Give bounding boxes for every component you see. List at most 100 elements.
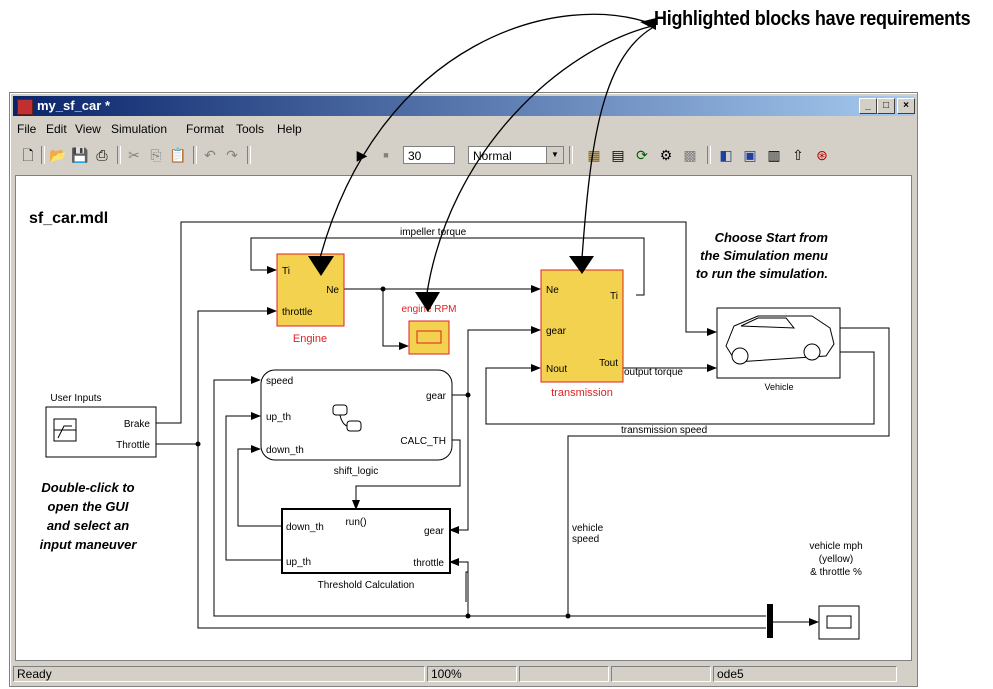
- redo-icon[interactable]: ↷: [226, 147, 238, 163]
- note-gui-line4: input maneuver: [40, 537, 138, 552]
- build-icon[interactable]: ⚙: [659, 147, 673, 163]
- stateflow-icon[interactable]: ◧: [719, 147, 733, 163]
- find-icon[interactable]: ▣: [743, 147, 757, 163]
- note-gui-line1: Double-click to: [41, 480, 134, 495]
- note-start-line3: to run the simulation.: [696, 266, 828, 281]
- model-canvas[interactable]: sf_car.mdl Choose Start from the Simulat…: [15, 175, 912, 661]
- mux-block[interactable]: [767, 604, 773, 638]
- engine-block[interactable]: Ti throttle Ne Engine: [276, 253, 345, 345]
- simulink-app-icon: [17, 99, 33, 115]
- block-diagram[interactable]: sf_car.mdl Choose Start from the Simulat…: [16, 176, 912, 661]
- chevron-down-icon[interactable]: ▼: [546, 147, 563, 163]
- signal-output-torque: output torque: [624, 367, 683, 378]
- menu-format[interactable]: Format: [186, 122, 225, 136]
- callout-arrow-transmission: [581, 27, 653, 259]
- transmission-port-gear: gear: [546, 326, 567, 337]
- menu-simulation[interactable]: Simulation: [111, 122, 168, 136]
- window-title: my_sf_car *: [37, 98, 110, 113]
- shift-logic-block[interactable]: speed up_th down_th gear CALC_TH shift_l…: [260, 369, 453, 477]
- print-icon[interactable]: ⎙: [96, 147, 108, 163]
- status-solver: ode5: [713, 666, 897, 682]
- maximize-button[interactable]: □: [877, 98, 895, 114]
- shift-logic-port-calc: CALC_TH: [400, 436, 446, 447]
- note-start-line2: the Simulation menu: [700, 248, 828, 263]
- new-model-icon[interactable]: 🗋: [22, 147, 34, 163]
- threshold-calculation-block[interactable]: run() down_th up_th gear throttle Thresh…: [281, 508, 451, 591]
- debug-icon[interactable]: ▩: [683, 147, 697, 163]
- paste-icon[interactable]: 📋: [169, 147, 187, 163]
- signal-vehicle-speed-line1: vehicle: [572, 523, 604, 534]
- callout-arrow-rpm: [426, 25, 653, 294]
- menu-tools[interactable]: Tools: [236, 122, 265, 136]
- threshold-port-down: down_th: [286, 522, 324, 533]
- status-zoom: 100%: [427, 666, 517, 682]
- shift-logic-port-down: down_th: [266, 445, 304, 456]
- simulation-mode-value: Normal: [473, 149, 512, 163]
- model-name: sf_car.mdl: [29, 210, 108, 227]
- minimize-button[interactable]: _: [859, 98, 877, 114]
- menu-file[interactable]: File: [17, 122, 37, 136]
- threshold-port-up: up_th: [286, 557, 311, 568]
- shift-logic-port-speed: speed: [266, 376, 293, 387]
- shift-logic-title: shift_logic: [334, 466, 378, 477]
- model-explorer-icon[interactable]: ▤: [611, 147, 625, 163]
- scope-mph-title-line2: (yellow): [819, 554, 853, 565]
- note-gui-line3: and select an: [47, 518, 129, 533]
- save-icon[interactable]: 💾: [71, 147, 89, 163]
- engine-port-throttle: throttle: [282, 307, 313, 318]
- signal-vehicle-speed-line2: speed: [572, 534, 599, 545]
- transmission-title: transmission: [551, 387, 613, 399]
- user-inputs-title: User Inputs: [50, 393, 101, 404]
- copy-icon[interactable]: ⎘: [150, 147, 162, 163]
- status-blank-1: [519, 666, 609, 682]
- stop-simulation-icon[interactable]: ■: [383, 150, 389, 160]
- simulink-window: my_sf_car * _ □ × File Edit View Simulat…: [9, 92, 918, 687]
- note-start-line1: Choose Start from: [715, 230, 829, 245]
- transmission-port-ne: Ne: [546, 285, 559, 296]
- close-button[interactable]: ×: [897, 98, 915, 114]
- library-browser-icon[interactable]: ▦: [587, 147, 601, 163]
- engine-port-ti: Ti: [282, 266, 290, 277]
- signal-impeller-torque: impeller torque: [400, 227, 467, 238]
- undo-icon[interactable]: ↶: [204, 147, 216, 163]
- engine-port-ne: Ne: [326, 285, 339, 296]
- vehicle-title: Vehicle: [764, 382, 793, 392]
- threshold-port-gear: gear: [424, 526, 445, 537]
- toolbar: 🗋 📂 💾 ⎙ ✂ ⎘ 📋 ↶ ↷ ▶ ■ 30 Normal ▼ ▦ ▤ ⟳ …: [13, 143, 914, 169]
- transmission-port-nout: Nout: [546, 364, 567, 375]
- threshold-port-throttle: throttle: [413, 558, 444, 569]
- menu-help[interactable]: Help: [277, 122, 302, 136]
- transmission-port-ti: Ti: [610, 291, 618, 302]
- shift-logic-port-up: up_th: [266, 412, 291, 423]
- vehicle-block[interactable]: Vehicle: [716, 307, 841, 392]
- threshold-trigger: run(): [345, 517, 366, 528]
- engine-title: Engine: [293, 333, 327, 345]
- scope-mph-title-line3: & throttle %: [810, 567, 862, 578]
- transmission-block[interactable]: Ne gear Nout Ti Tout transmission: [540, 269, 624, 399]
- menu-view[interactable]: View: [75, 122, 101, 136]
- menu-edit[interactable]: Edit: [46, 122, 67, 136]
- callout-text: Highlighted blocks have requirements: [654, 8, 971, 30]
- simulation-mode-select[interactable]: Normal ▼: [468, 146, 564, 164]
- open-icon[interactable]: 📂: [49, 147, 67, 163]
- scope-mph-title-line1: vehicle mph: [809, 541, 862, 552]
- go-to-parent-icon[interactable]: ⇧: [792, 147, 804, 163]
- user-inputs-block[interactable]: Brake Throttle User Inputs: [45, 393, 157, 458]
- user-inputs-port-throttle: Throttle: [116, 440, 150, 451]
- stop-time-input[interactable]: 30: [403, 146, 455, 164]
- properties-icon[interactable]: ▥: [767, 147, 781, 163]
- callout-arrow-engine: [319, 13, 653, 259]
- shift-logic-port-gear: gear: [426, 391, 447, 402]
- start-simulation-icon[interactable]: ▶: [356, 147, 368, 163]
- vehicle-mph-scope[interactable]: vehicle mph (yellow) & throttle %: [809, 541, 863, 640]
- user-inputs-port-brake: Brake: [124, 419, 151, 430]
- note-gui-line2: open the GUI: [48, 499, 129, 514]
- title-bar[interactable]: my_sf_car * _ □ ×: [13, 96, 915, 116]
- debugger-icon[interactable]: ⊛: [816, 147, 828, 163]
- threshold-title: Threshold Calculation: [318, 580, 415, 591]
- update-diagram-icon[interactable]: ⟳: [636, 147, 648, 163]
- signal-transmission-speed: transmission speed: [621, 425, 707, 436]
- transmission-port-tout: Tout: [599, 358, 618, 369]
- cut-icon[interactable]: ✂: [128, 147, 140, 163]
